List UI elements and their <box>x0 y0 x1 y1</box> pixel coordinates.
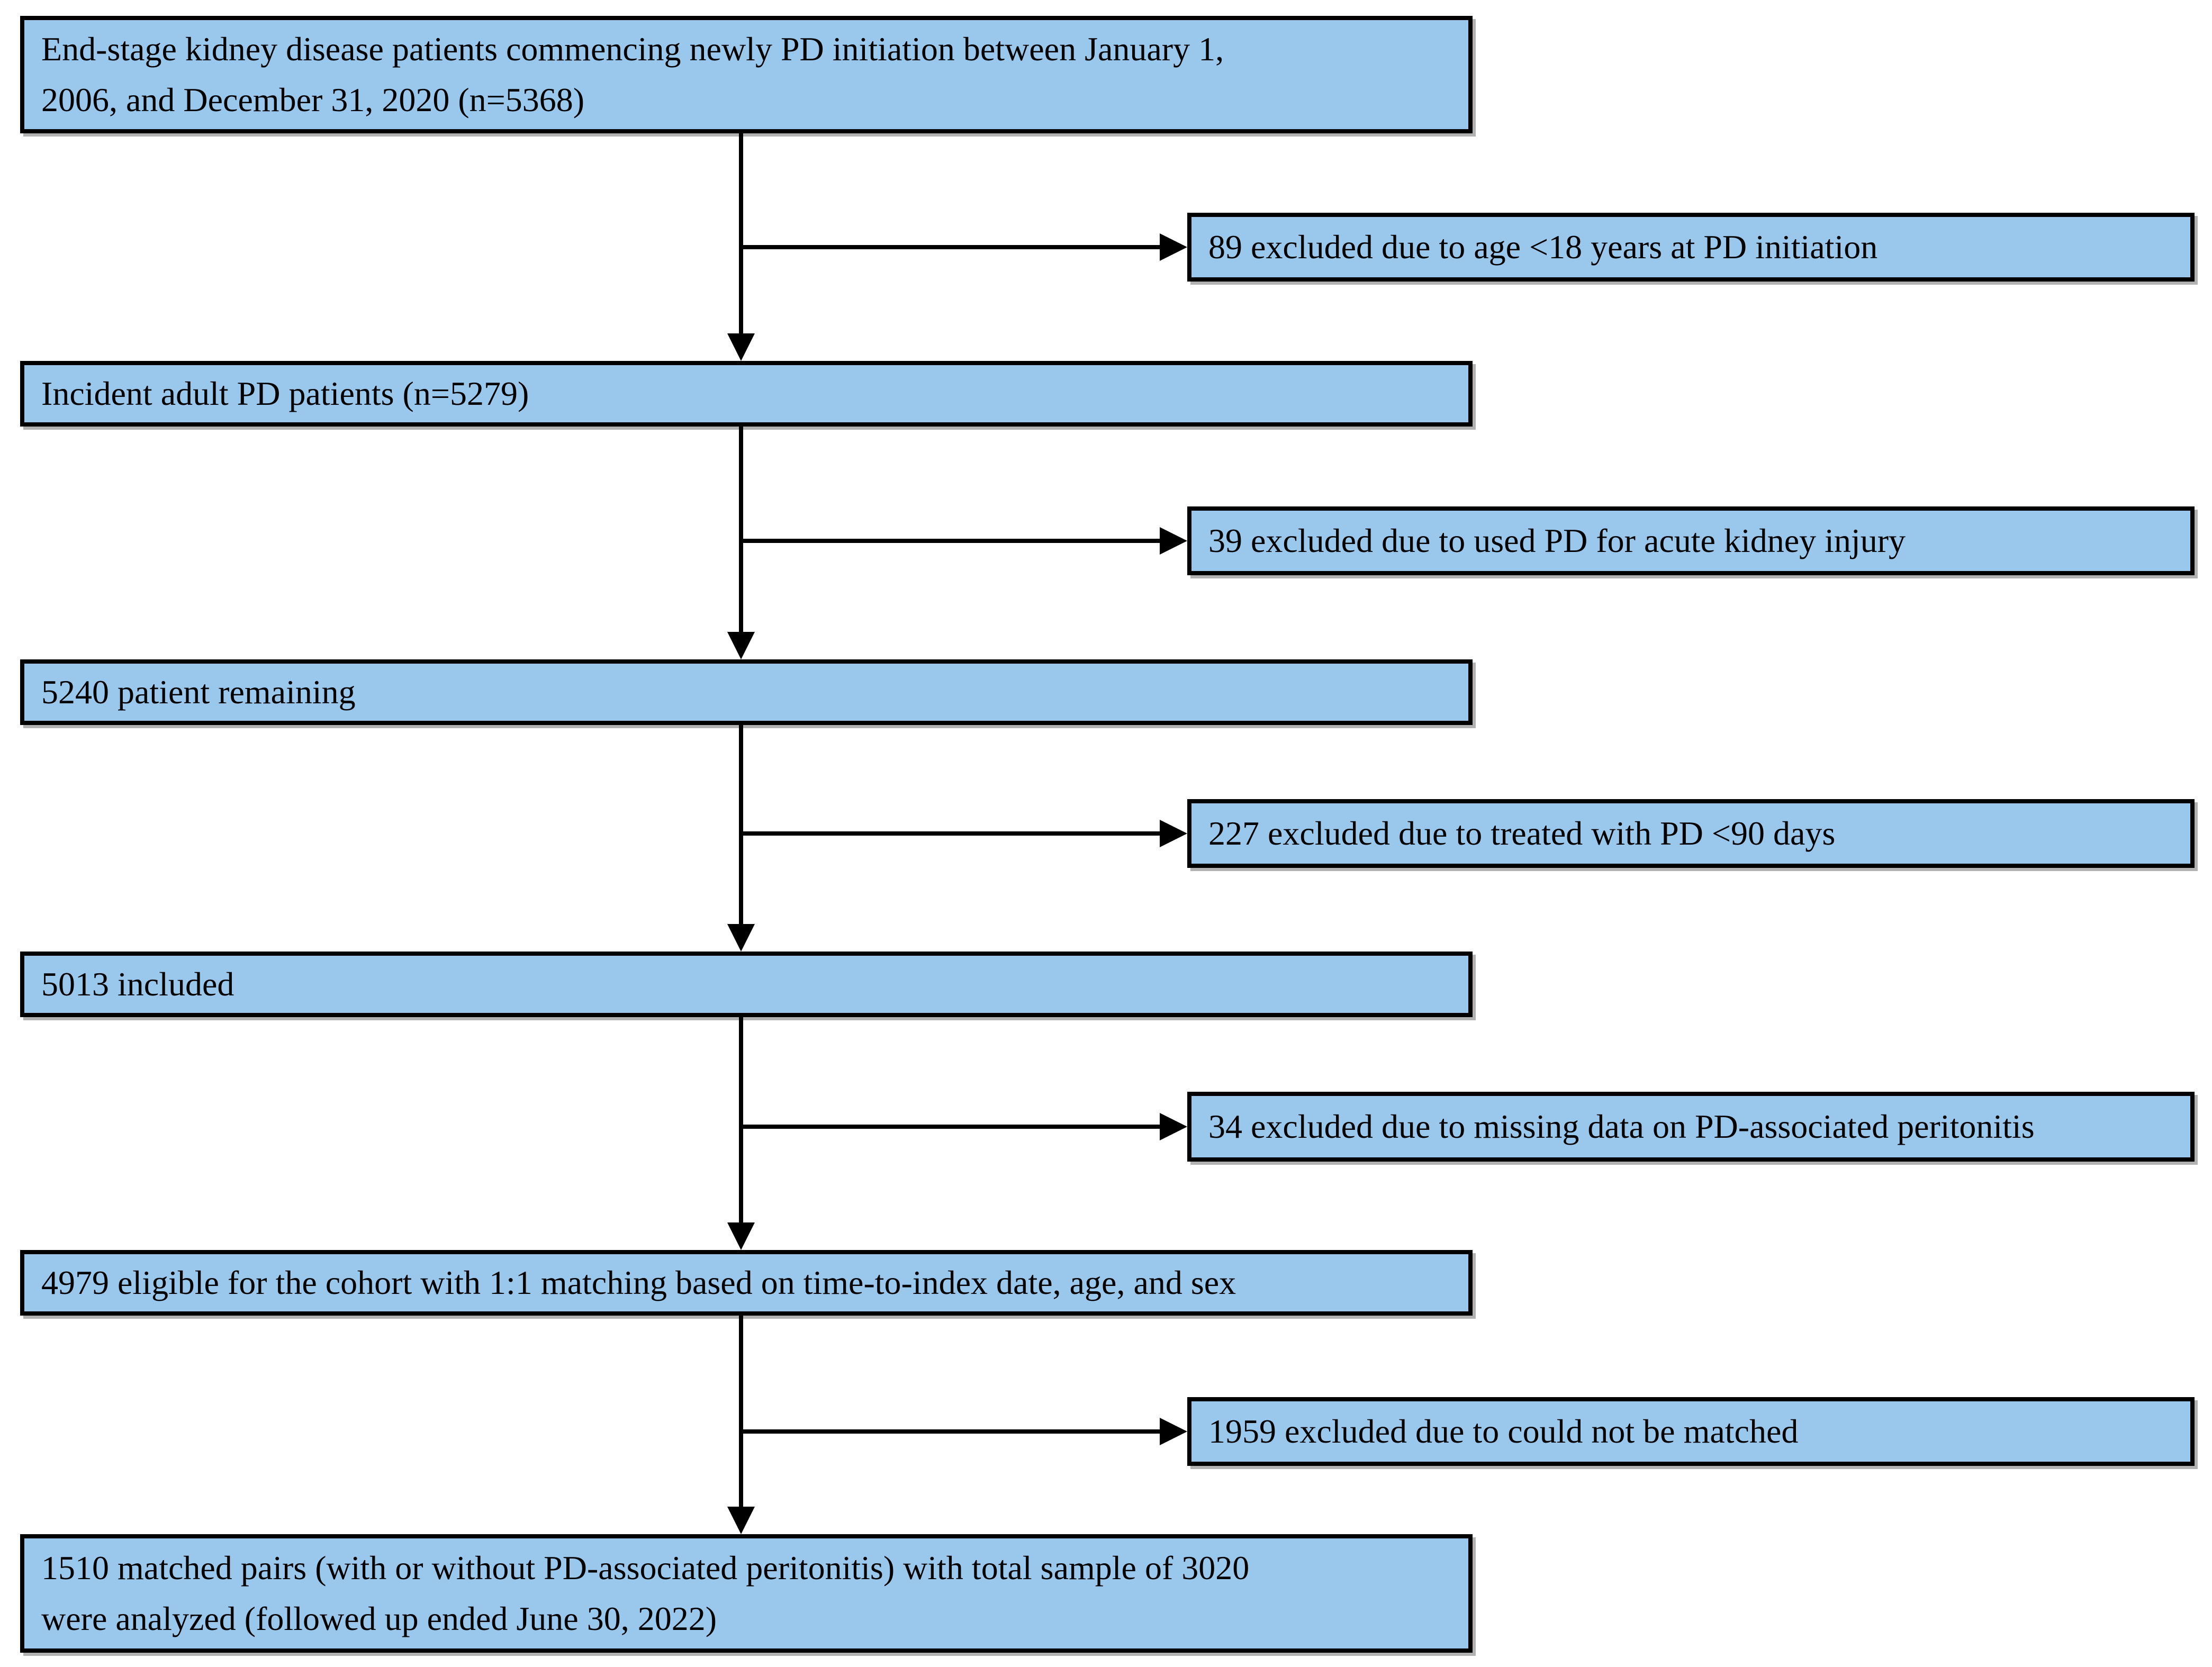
arrow-down-3-head <box>727 924 755 952</box>
exclusion-box-age-text: 89 excluded due to age <18 years at PD i… <box>1208 228 1878 266</box>
arrow-branch-2-shaft <box>739 539 1160 543</box>
arrow-branch-3-head <box>1160 820 1187 847</box>
arrow-down-1-shaft <box>739 133 743 334</box>
arrow-down-1-head <box>727 333 755 361</box>
flow-box-remaining-text: 5240 patient remaining <box>41 673 356 711</box>
arrow-branch-4-shaft <box>739 1125 1160 1129</box>
flow-box-incident-adult: Incident adult PD patients (n=5279) <box>20 361 1473 427</box>
flow-box-eligible: 4979 eligible for the cohort with 1:1 ma… <box>20 1250 1473 1316</box>
flow-box-remaining: 5240 patient remaining <box>20 659 1473 725</box>
flow-box-matched-pairs-line1: 1510 matched pairs (with or without PD-a… <box>41 1549 1250 1587</box>
exclusion-box-missing-data-text: 34 excluded due to missing data on PD-as… <box>1208 1108 2035 1145</box>
arrow-down-2-shaft <box>739 427 743 633</box>
flow-box-included: 5013 included <box>20 952 1473 1017</box>
flow-box-population-line1: End-stage kidney disease patients commen… <box>41 30 1224 68</box>
flow-box-included-text: 5013 included <box>41 965 234 1003</box>
arrow-branch-5-shaft <box>739 1429 1160 1434</box>
arrow-branch-4-head <box>1160 1113 1187 1140</box>
exclusion-box-pd-under-90-days: 227 excluded due to treated with PD <90 … <box>1187 799 2195 868</box>
exclusion-box-acute-kidney-injury: 39 excluded due to used PD for acute kid… <box>1187 506 2195 575</box>
flow-box-incident-adult-text: Incident adult PD patients (n=5279) <box>41 375 529 412</box>
arrow-down-2-head <box>727 632 755 659</box>
exclusion-box-acute-kidney-injury-text: 39 excluded due to used PD for acute kid… <box>1208 522 1906 559</box>
exclusion-box-missing-data: 34 excluded due to missing data on PD-as… <box>1187 1092 2195 1162</box>
exclusion-box-unmatched-text: 1959 excluded due to could not be matche… <box>1208 1412 1799 1450</box>
exclusion-box-pd-under-90-days-text: 227 excluded due to treated with PD <90 … <box>1208 814 1836 852</box>
flow-box-matched-pairs: 1510 matched pairs (with or without PD-a… <box>20 1534 1473 1653</box>
flow-box-eligible-text: 4979 eligible for the cohort with 1:1 ma… <box>41 1264 1236 1301</box>
arrow-down-5-head <box>727 1507 755 1534</box>
arrow-branch-2-head <box>1160 527 1187 555</box>
flow-box-population-line2: 2006, and December 31, 2020 (n=5368) <box>41 81 585 119</box>
flow-box-matched-pairs-line2: were analyzed (followed up ended June 30… <box>41 1600 717 1637</box>
arrow-down-4-shaft <box>739 1017 743 1224</box>
arrow-down-3-shaft <box>739 725 743 925</box>
arrow-down-5-shaft <box>739 1316 743 1508</box>
exclusion-box-age: 89 excluded due to age <18 years at PD i… <box>1187 213 2195 282</box>
arrow-branch-1-shaft <box>739 245 1160 249</box>
arrow-down-4-head <box>727 1222 755 1250</box>
exclusion-box-unmatched: 1959 excluded due to could not be matche… <box>1187 1397 2195 1466</box>
flow-box-population: End-stage kidney disease patients commen… <box>20 16 1473 133</box>
arrow-branch-1-head <box>1160 233 1187 261</box>
arrow-branch-5-head <box>1160 1418 1187 1445</box>
arrow-branch-3-shaft <box>739 831 1160 836</box>
